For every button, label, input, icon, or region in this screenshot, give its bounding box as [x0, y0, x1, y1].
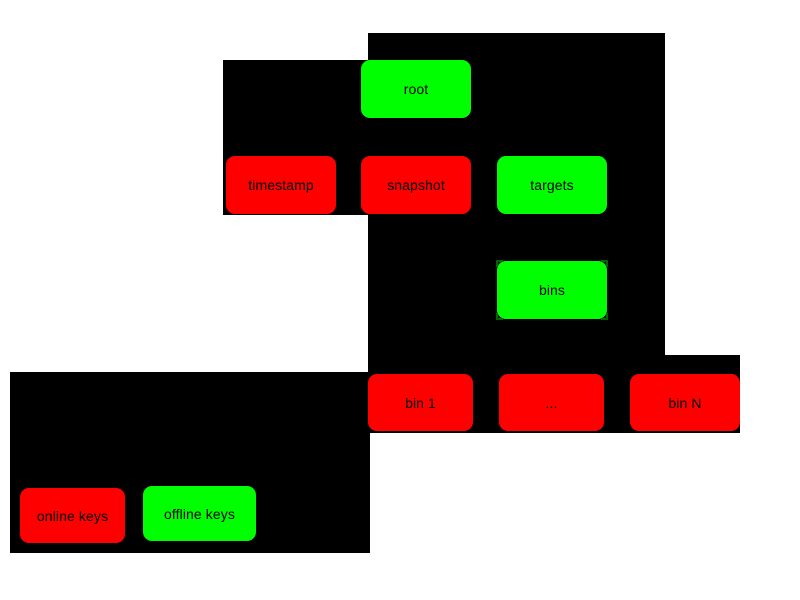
node-bins[interactable]: bins — [496, 260, 608, 320]
node-bin-n-label: bin N — [668, 394, 702, 411]
node-timestamp[interactable]: timestamp — [226, 156, 336, 214]
node-bin-ellipsis[interactable]: ... — [499, 374, 604, 431]
node-root[interactable]: root — [361, 60, 471, 118]
node-online-keys[interactable]: online keys — [20, 488, 125, 543]
node-bin-ellipsis-label: ... — [545, 394, 558, 411]
node-root-label: root — [403, 81, 429, 97]
node-bin-1[interactable]: bin 1 — [368, 374, 473, 431]
node-online-keys-label: online keys — [36, 507, 109, 524]
node-snapshot[interactable]: snapshot — [361, 156, 471, 214]
node-offline-keys-label: offline keys — [164, 505, 235, 522]
node-bin-n[interactable]: bin N — [630, 374, 740, 431]
node-timestamp-label: timestamp — [248, 177, 314, 193]
node-targets[interactable]: targets — [497, 156, 607, 214]
node-bin-1-label: bin 1 — [405, 394, 436, 411]
node-targets-label: targets — [530, 177, 574, 193]
node-snapshot-label: snapshot — [387, 177, 445, 193]
node-bins-label: bins — [538, 282, 566, 298]
node-offline-keys[interactable]: offline keys — [143, 486, 256, 541]
